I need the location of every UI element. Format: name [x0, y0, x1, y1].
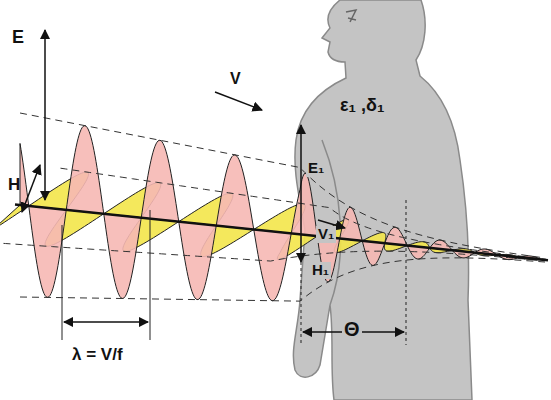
envelope-line	[60, 168, 545, 259]
text-label: V	[228, 70, 243, 88]
text-label: Θ	[342, 318, 362, 340]
face-mark	[346, 10, 356, 22]
text-label: E₁	[306, 160, 326, 177]
amplitude-arrow	[22, 165, 40, 212]
wavelength-arrow	[64, 321, 148, 323]
dimension-line	[406, 200, 407, 345]
text-label: H₁	[310, 262, 331, 279]
amplitude-arrow	[44, 30, 46, 200]
dimension-line	[62, 225, 63, 340]
dimension-line	[301, 262, 302, 345]
text-label: λ = V/f	[70, 346, 125, 365]
propagation-axis	[15, 204, 548, 260]
text-label: H	[6, 176, 22, 195]
dimension-line	[150, 210, 151, 340]
human-body	[293, 0, 472, 400]
amplitude-arrow	[300, 125, 302, 262]
text-label: ε₁ ,δ₁	[338, 96, 386, 116]
velocity-arrow	[215, 92, 262, 110]
text-label: E	[10, 28, 26, 48]
envelope-line	[20, 258, 545, 301]
text-label: V₁	[316, 226, 336, 243]
envelope-line	[20, 113, 545, 258]
